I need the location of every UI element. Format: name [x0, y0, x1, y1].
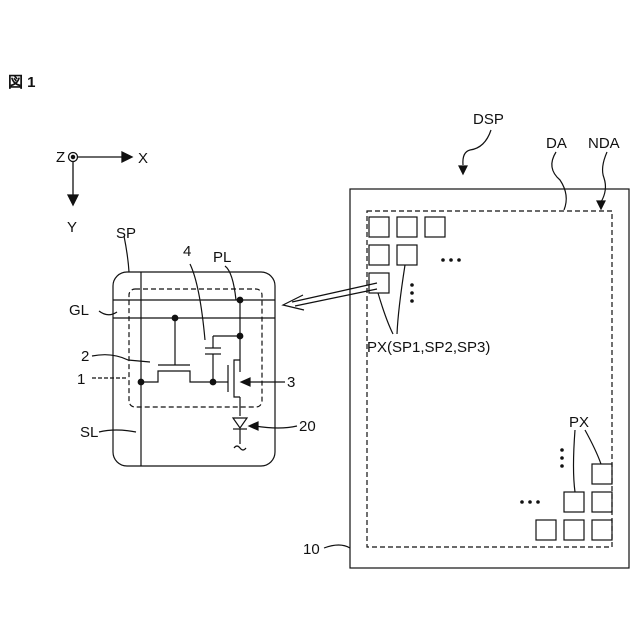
switch-channel [141, 371, 213, 382]
label-pl: PL [213, 249, 231, 266]
leader-sl [99, 430, 136, 432]
z-axis-dot [71, 155, 74, 158]
px-square [397, 217, 417, 237]
label-px: PX [569, 414, 589, 431]
leader-px-c [574, 430, 576, 492]
figure-label: 図 1 [8, 74, 36, 91]
drive-channel [234, 360, 240, 397]
leader-dsp [463, 130, 491, 165]
display-area-outline [367, 211, 612, 547]
leader-px-a [378, 293, 393, 334]
label-ref-10: 10 [303, 541, 320, 558]
leader-gl [99, 311, 117, 315]
leader-px-b [397, 265, 405, 334]
signal-junction-dot [138, 379, 144, 385]
axis-indicator [68, 152, 132, 205]
magnify-arrow-line-a [292, 283, 377, 302]
label-ref-2: 2 [81, 348, 89, 365]
label-ref-4: 4 [183, 243, 191, 260]
leader-10 [324, 545, 350, 548]
nda-arrow-icon [597, 201, 605, 209]
arrow-3-head-icon [241, 378, 250, 386]
label-sl: SL [80, 424, 98, 441]
leader-pl [225, 266, 236, 300]
arrow-20-head-icon [249, 422, 258, 430]
px-square [564, 492, 584, 512]
y-axis-arrow-icon [68, 195, 78, 205]
led-diode-icon [233, 418, 247, 428]
arrow-20-shaft [255, 426, 297, 428]
leader-4 [190, 264, 205, 340]
px-square [536, 520, 556, 540]
panel-outline [350, 189, 629, 568]
dsp-arrow-icon [459, 166, 467, 174]
sub-pixel-box [113, 272, 275, 466]
magnify-arrow-head-icon [283, 295, 304, 310]
label-ref-20: 20 [299, 418, 316, 435]
ellipsis-dots [410, 258, 564, 504]
power-junction-dot [237, 297, 243, 303]
px-square [592, 520, 612, 540]
x-axis-label: X [138, 150, 148, 167]
label-sp: SP [116, 225, 136, 242]
label-nda: NDA [588, 135, 620, 152]
px-square [369, 245, 389, 265]
z-axis-label: Z [56, 149, 65, 166]
magnify-arrow [283, 283, 377, 310]
label-dsp: DSP [473, 111, 504, 128]
pixel-detail [92, 236, 297, 466]
leader-px-d [585, 430, 601, 464]
px-square [425, 217, 445, 237]
wavy-break-icon [234, 446, 246, 450]
px-square [397, 245, 417, 265]
leader-da [552, 152, 566, 210]
label-px-group: PX(SP1,SP2,SP3) [367, 339, 490, 356]
pixel-layout-area [129, 289, 262, 407]
label-ref-3: 3 [287, 374, 295, 391]
px-square [369, 217, 389, 237]
label-da: DA [546, 135, 567, 152]
px-square [592, 464, 612, 484]
label-ref-1: 1 [77, 371, 85, 388]
px-square [592, 492, 612, 512]
label-gl: GL [69, 302, 89, 319]
y-axis-label: Y [67, 219, 77, 236]
px-square [564, 520, 584, 540]
x-axis-arrow-icon [122, 152, 132, 162]
leader-nda [601, 152, 607, 202]
